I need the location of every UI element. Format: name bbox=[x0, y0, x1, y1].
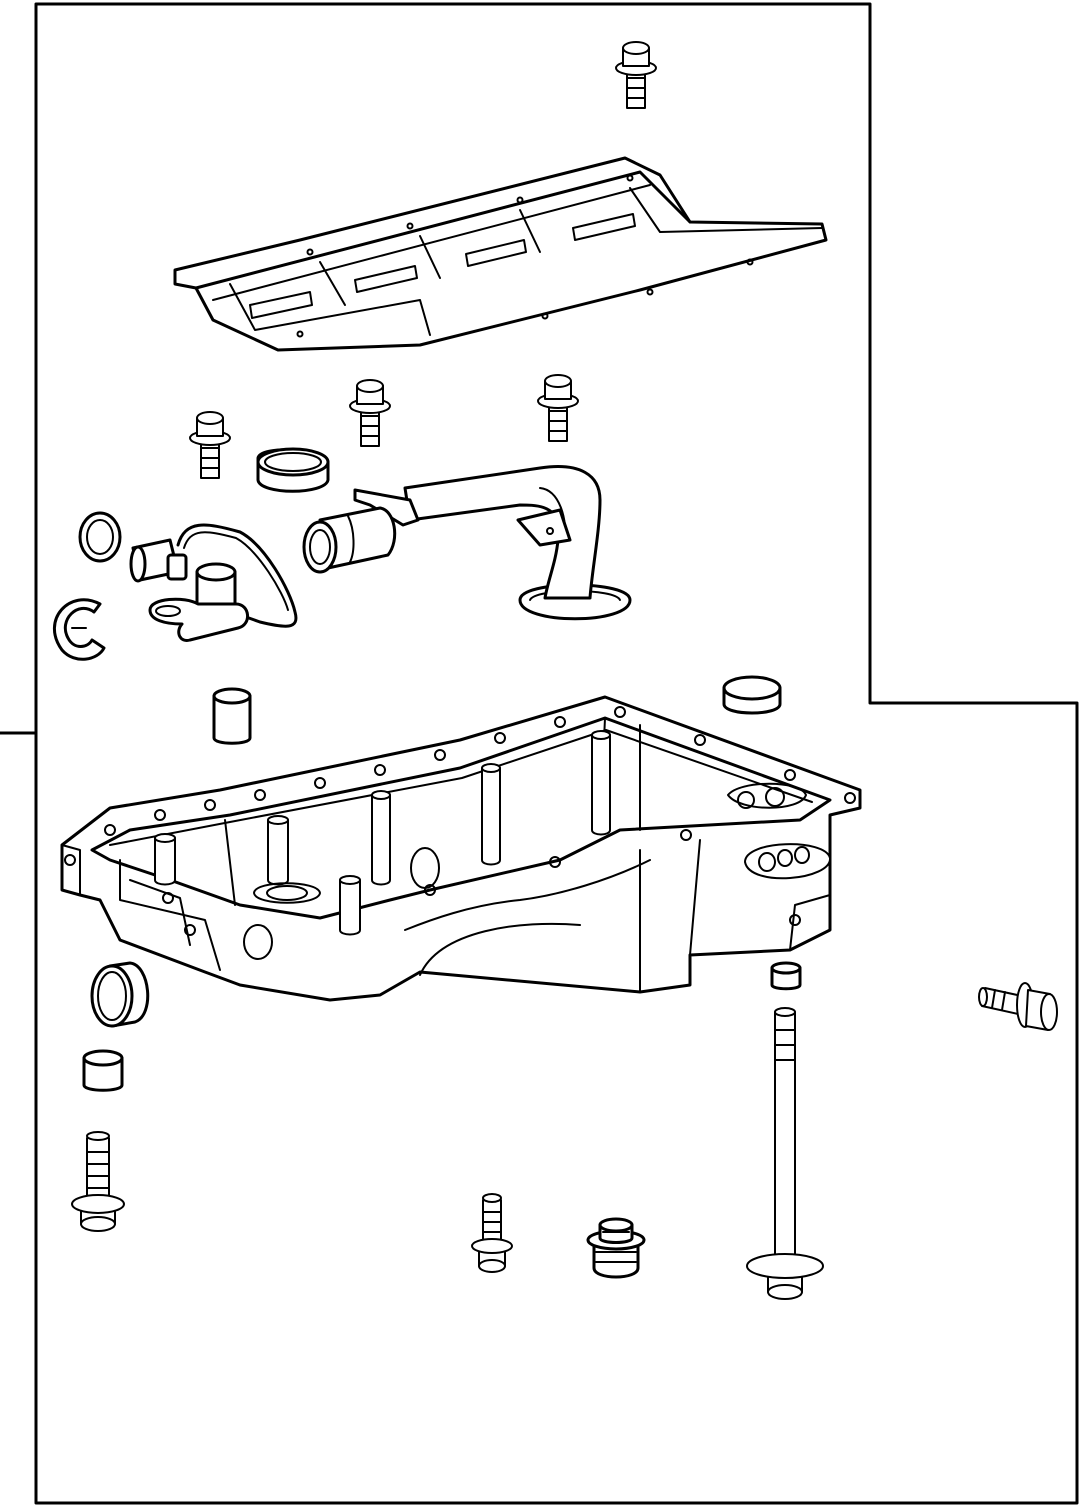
bolt-right bbox=[537, 374, 579, 442]
bolt-center bbox=[349, 379, 391, 447]
o-ring bbox=[78, 511, 122, 563]
bolt-left bbox=[189, 411, 231, 479]
bolt-lower-center bbox=[471, 1193, 513, 1273]
oil-level-sensor bbox=[129, 523, 298, 642]
oil-pan bbox=[60, 695, 862, 1002]
diagram-frame bbox=[34, 2, 1079, 1505]
seal-plug bbox=[256, 447, 330, 493]
dowel-left bbox=[212, 687, 252, 745]
dowel-right bbox=[770, 961, 802, 991]
bolt-side-right bbox=[978, 982, 1058, 1031]
baffle-bolt-top bbox=[615, 41, 657, 109]
stud-lower-left bbox=[71, 1131, 125, 1232]
oil-pump-pickup-tube bbox=[302, 465, 632, 621]
drain-plug bbox=[586, 1217, 646, 1279]
cap-plug-left bbox=[90, 961, 150, 1028]
oil-baffle-windage-tray bbox=[173, 156, 828, 352]
dowel-lower bbox=[82, 1049, 124, 1092]
cap-plug-right bbox=[722, 675, 782, 715]
long-bolt bbox=[746, 1007, 824, 1300]
retaining-clip bbox=[53, 598, 106, 661]
